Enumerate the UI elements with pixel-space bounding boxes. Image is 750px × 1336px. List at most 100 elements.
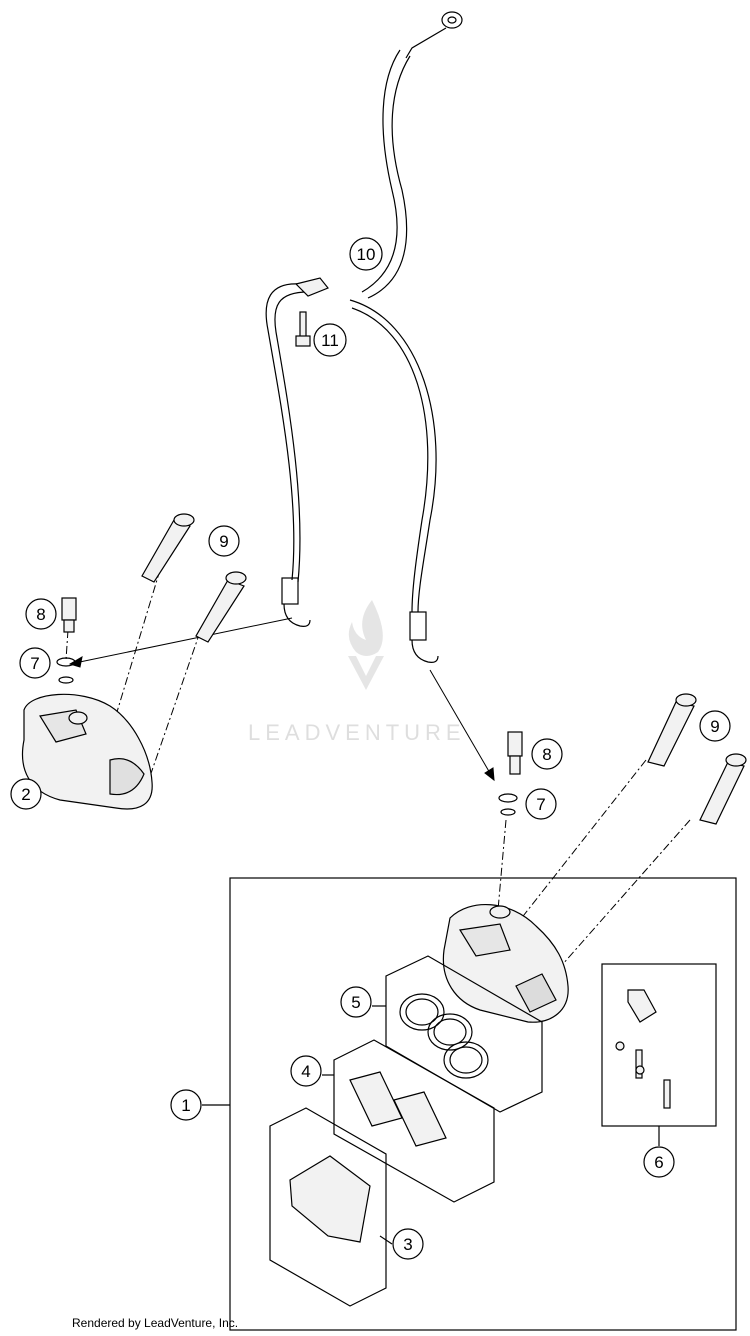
clip-1 (615, 1041, 625, 1051)
arrow-right-caliper (429, 669, 495, 781)
footer-credit: Rendered by LeadVenture, Inc. (72, 1316, 239, 1330)
bleeder-axis-left (65, 629, 69, 661)
left-caliper-piston-housing (109, 758, 145, 796)
callouts: 1 2 3 4 5 6 7 7 8 8 9 9 10 11 (10, 237, 731, 1260)
piston-1 (399, 993, 445, 1031)
pistons-panel (385, 955, 543, 1113)
callout-9-left: 9 (208, 525, 240, 557)
bleeder-axis-right (497, 819, 507, 911)
callout-8-right: 8 (531, 738, 563, 770)
callout-7-left: 7 (19, 647, 51, 679)
left-caliper-port (68, 711, 88, 725)
right-bolt-2-head (725, 753, 747, 767)
hose-left-b (274, 291, 309, 583)
left-bleeder (61, 597, 77, 621)
pistons (399, 993, 489, 1079)
seal-2 (393, 1091, 447, 1147)
brake-pad-shape (289, 1155, 371, 1243)
callout-9-left-label: 9 (219, 532, 228, 551)
piston-2 (427, 1013, 473, 1051)
callout-10-label: 10 (357, 245, 376, 264)
callout-7-right: 7 (525, 788, 557, 820)
piston-3 (443, 1041, 489, 1079)
brake-hose (265, 11, 463, 663)
banjo-hole (447, 16, 457, 24)
brake-pads (289, 1155, 371, 1243)
right-caliper-face (459, 923, 511, 957)
callout-8-right-label: 8 (542, 745, 551, 764)
right-bolt-1 (647, 701, 695, 767)
caliper-kit-box (202, 877, 737, 1331)
hose-left-fitting (281, 577, 299, 605)
hose-right-b (351, 307, 429, 613)
right-caliper (442, 903, 569, 1023)
left-washer (56, 657, 76, 667)
kit-frame (229, 877, 737, 1331)
bolt-axis-left-2 (147, 631, 201, 783)
hose-clamp (294, 277, 329, 297)
hose-right-fitting (409, 611, 427, 641)
hose-fitting-top (405, 27, 447, 59)
callout-9-right: 9 (699, 710, 731, 742)
right-oring (500, 808, 516, 816)
left-caliper-body (21, 693, 153, 810)
pads-leader (379, 1235, 393, 1245)
clamp-bolt-head (295, 335, 311, 347)
seal-1 (349, 1071, 403, 1127)
seals-panel (333, 1039, 495, 1203)
callout-8-left: 8 (25, 598, 57, 630)
callout-11-label: 11 (321, 331, 339, 350)
left-bolt-1-head (173, 513, 195, 527)
piston-1-inner (405, 998, 439, 1026)
bolt-axis-left-1 (109, 569, 161, 736)
hose-upper-b (367, 55, 411, 299)
right-bleeder (507, 731, 523, 757)
callout-8-left-label: 8 (36, 605, 45, 624)
seals (349, 1071, 447, 1147)
pad-pin-1 (635, 1049, 643, 1079)
piston-3-inner (449, 1046, 483, 1074)
small-parts (615, 989, 671, 1109)
callout-6-label: 6 (654, 1153, 663, 1172)
right-bleeder-tip (509, 755, 521, 775)
hose-right-a (349, 299, 437, 613)
arrowhead-right (484, 767, 495, 782)
right-caliper-logo (515, 973, 557, 1013)
clip-2 (635, 1065, 645, 1075)
callout-2-label: 2 (21, 785, 30, 804)
right-caliper-port (489, 905, 511, 919)
callout-7-right-label: 7 (536, 795, 545, 814)
callout-5-label: 5 (351, 993, 360, 1012)
hose-right-elbow (411, 639, 439, 663)
callout-3-label: 3 (403, 1235, 412, 1254)
callout-1: 1 (170, 1089, 202, 1121)
right-mount-bolts (498, 693, 747, 825)
right-washer (498, 793, 518, 803)
callout-11: 11 (313, 323, 347, 357)
callout-4-label: 4 (301, 1062, 310, 1081)
pad-pin-2 (663, 1079, 671, 1109)
v-logo-icon (348, 656, 384, 690)
hose-upper-a (361, 49, 401, 293)
callout-3: 3 (392, 1228, 424, 1260)
leadventure-watermark: LEADVENTURE (248, 600, 461, 745)
arrow-left-caliper (69, 617, 293, 665)
callout-2: 2 (10, 778, 42, 810)
right-caliper-body (442, 903, 569, 1023)
banjo-fitting (441, 11, 463, 29)
bolt-axis-right-2 (539, 819, 691, 991)
left-oring (58, 676, 74, 684)
pads-panel (269, 1107, 387, 1307)
left-bolt-2-head (225, 571, 247, 585)
callout-1-label: 1 (181, 1096, 190, 1115)
callout-4: 4 (290, 1055, 322, 1087)
callout-5: 5 (340, 986, 372, 1018)
hose-left-elbow (283, 603, 311, 627)
leader-lines (65, 569, 691, 991)
callout-6: 6 (643, 1146, 675, 1178)
left-caliper (21, 693, 153, 810)
callout-9-right-label: 9 (710, 717, 719, 736)
pad-spring (627, 989, 657, 1023)
callout-10: 10 (349, 237, 383, 271)
